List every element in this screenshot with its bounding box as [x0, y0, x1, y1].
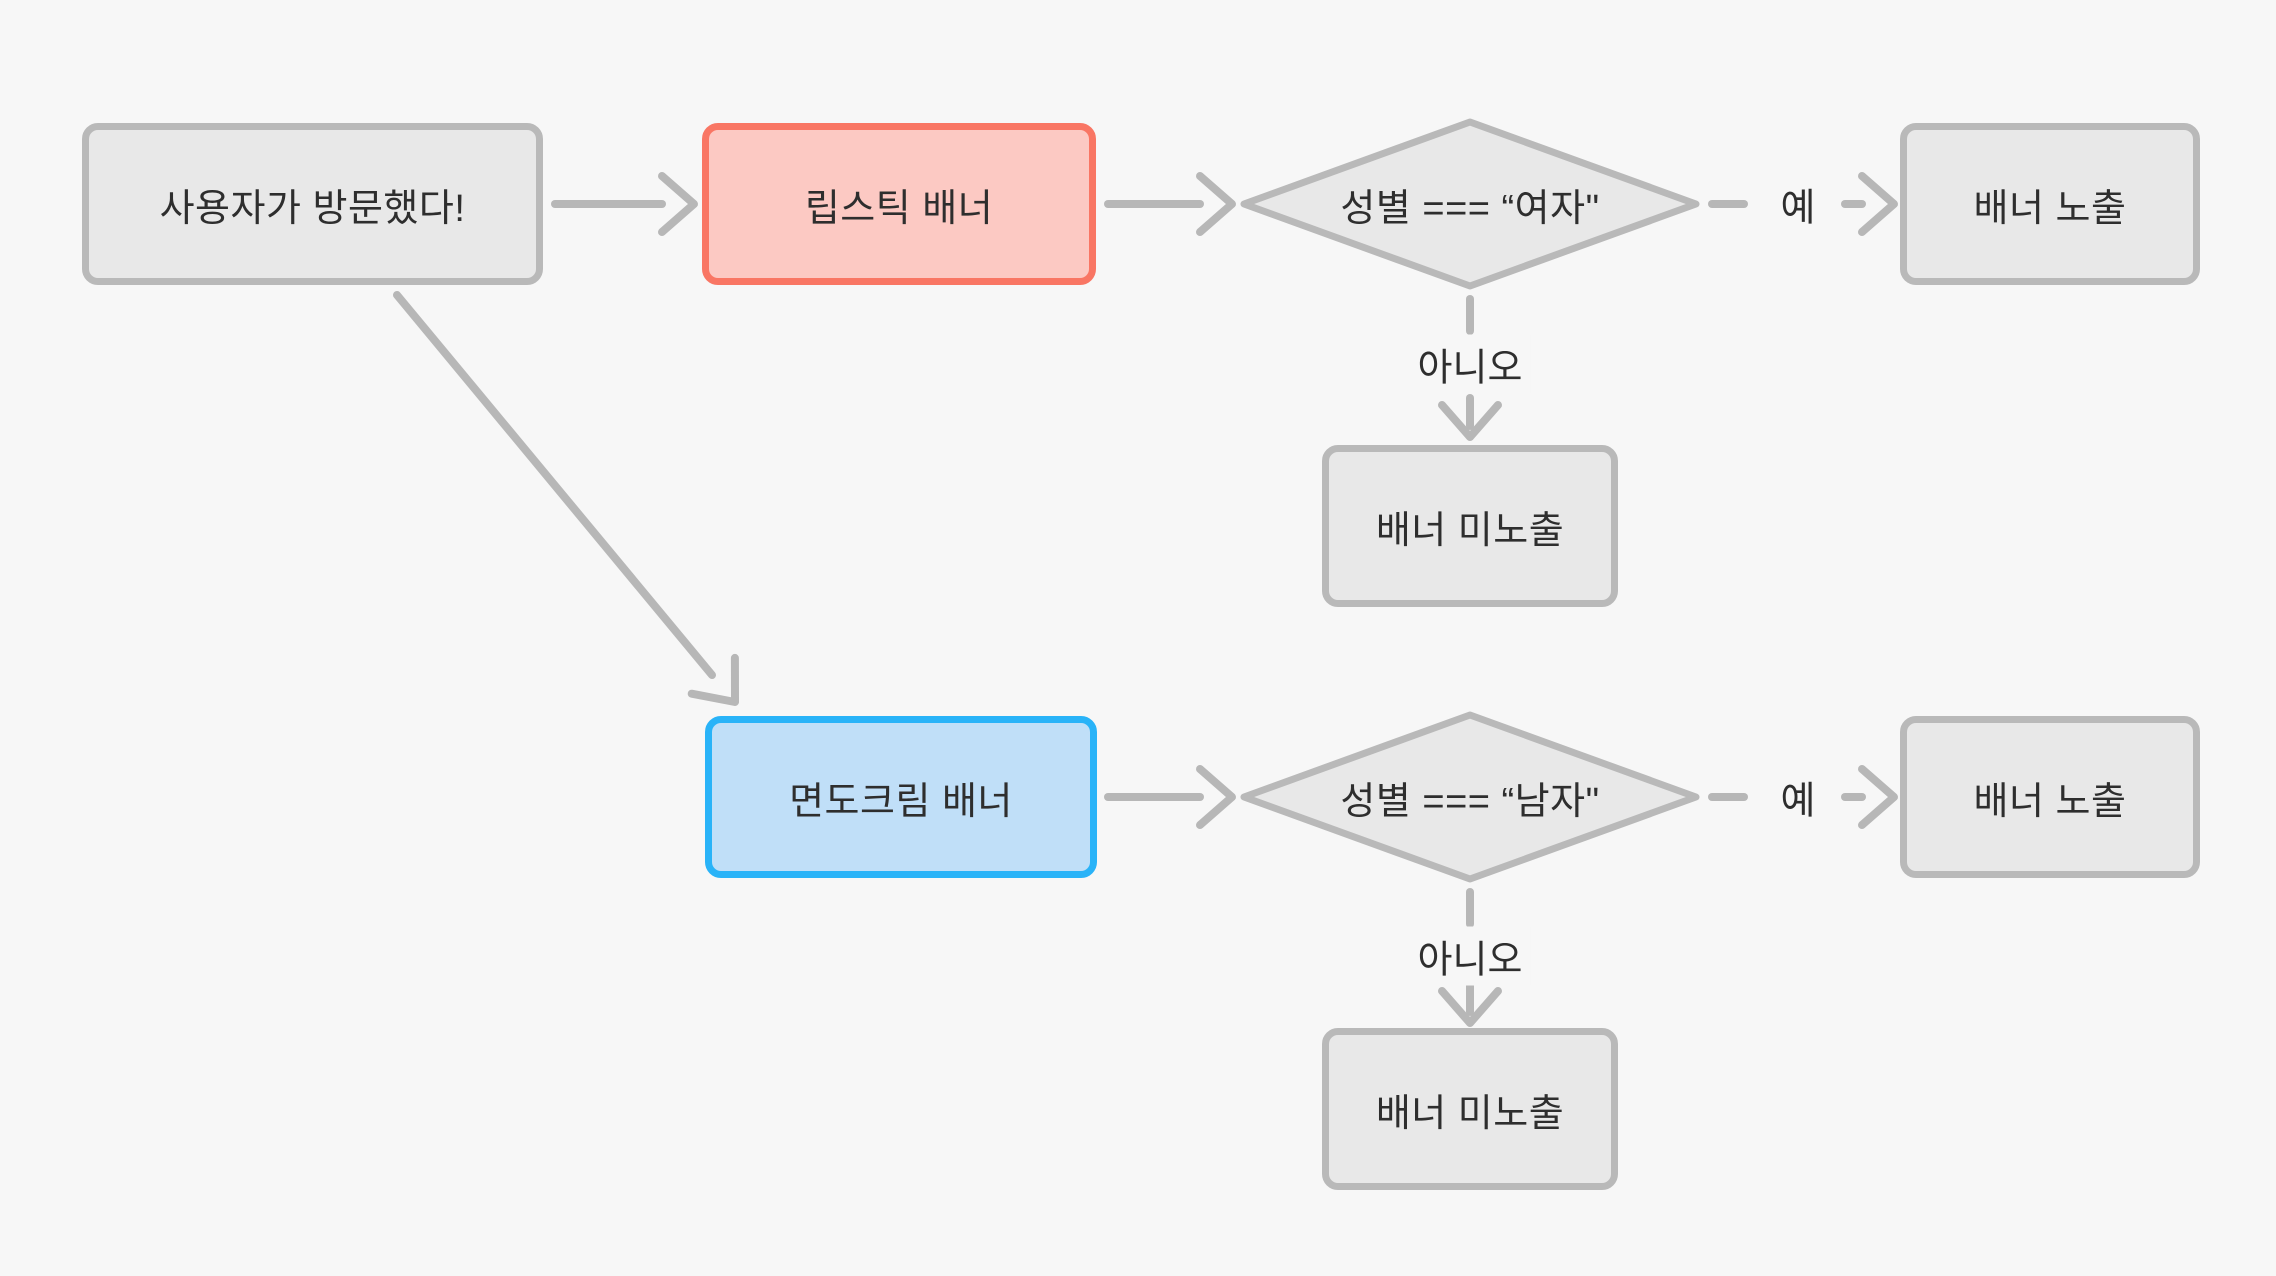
node-decision-gender-male-label: 성별 === “남자": [1340, 780, 1600, 823]
decision-diamond-shape: [1240, 118, 1700, 290]
node-banner-show-top-label: 배너 노출: [1973, 187, 2127, 230]
node-decision-gender-female-label: 성별 === “여자": [1340, 187, 1600, 230]
edge-label-no-top: 아니오: [1409, 334, 1531, 394]
edge-user-to-shaving: [393, 291, 716, 679]
node-banner-show-bottom-label: 배너 노출: [1973, 780, 2127, 823]
edge-female-yes-arrowhead: [1858, 172, 1898, 236]
node-shaving-cream-banner-label: 면도크림 배너: [789, 780, 1013, 823]
node-user-visited-label: 사용자가 방문했다!: [159, 187, 466, 230]
node-banner-show-bottom: 배너 노출: [1900, 716, 2200, 878]
edge-female-no-arrowhead: [1438, 401, 1502, 441]
edge-label-yes-bottom: 예: [1772, 767, 1824, 827]
node-banner-hide-top-label: 배너 미노출: [1375, 509, 1565, 552]
node-shaving-cream-banner: 면도크림 배너: [705, 716, 1097, 878]
edge-label-no-bottom: 아니오: [1409, 926, 1531, 986]
node-user-visited: 사용자가 방문했다!: [82, 123, 543, 285]
node-lipstick-banner: 립스틱 배너: [702, 123, 1096, 285]
edge-male-yes-arrowhead: [1858, 765, 1898, 829]
node-banner-hide-top: 배너 미노출: [1322, 445, 1618, 607]
edge-male-no-arrowhead: [1438, 987, 1502, 1027]
edge-shaving-to-decision-male-arrowhead: [1196, 765, 1236, 829]
edge-label-yes-top: 예: [1772, 174, 1824, 234]
node-banner-show-top: 배너 노출: [1900, 123, 2200, 285]
node-banner-hide-bottom: 배너 미노출: [1322, 1028, 1618, 1190]
node-banner-hide-bottom-label: 배너 미노출: [1375, 1092, 1565, 1135]
node-decision-gender-female: 성별 === “여자": [1240, 118, 1700, 290]
edge-lipstick-to-decision-female-arrowhead: [1196, 172, 1236, 236]
edge-user-to-shaving-arrowhead: [687, 653, 739, 706]
node-lipstick-banner-label: 립스틱 배너: [804, 187, 994, 230]
node-decision-gender-male: 성별 === “남자": [1240, 711, 1700, 883]
edge-user-to-lipstick-arrowhead: [658, 172, 698, 236]
decision-diamond-shape: [1240, 711, 1700, 883]
